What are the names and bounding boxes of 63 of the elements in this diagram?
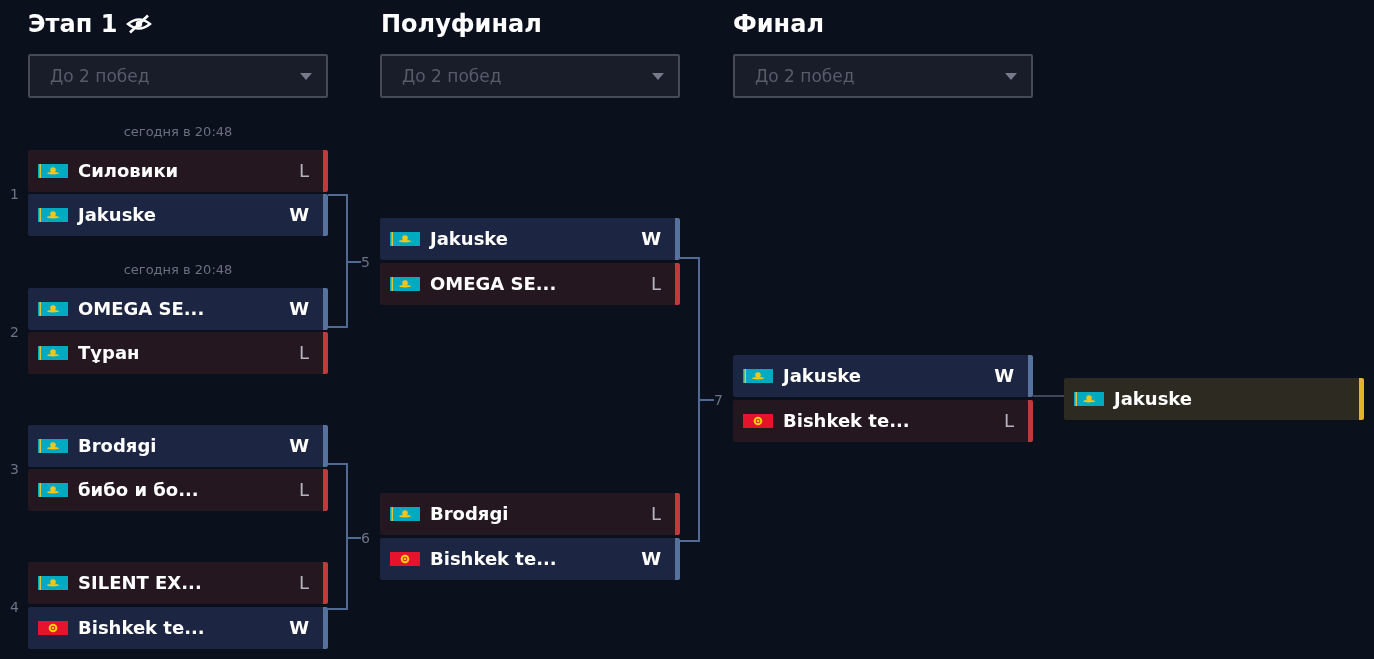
team-row bbox=[380, 538, 680, 580]
team-row bbox=[28, 332, 328, 374]
team-row bbox=[380, 493, 680, 535]
team-row bbox=[733, 400, 1033, 442]
match-result: W bbox=[641, 548, 661, 570]
team-name: OMEGA SE... bbox=[78, 298, 205, 320]
column-heading: Полуфинал bbox=[381, 9, 542, 39]
team-row bbox=[28, 425, 328, 467]
team-row bbox=[1064, 378, 1364, 420]
match-number: 6 bbox=[361, 529, 370, 547]
match-result: W bbox=[289, 617, 309, 639]
team-name: Jakuske bbox=[783, 365, 862, 387]
match-result: L bbox=[298, 479, 309, 501]
round-format-select: До 2 побед bbox=[28, 54, 328, 98]
match-result: W bbox=[289, 298, 309, 320]
bracket-line bbox=[679, 399, 715, 542]
team-name: Jakuske bbox=[78, 204, 157, 226]
bracket-line bbox=[327, 537, 362, 610]
match-result: L bbox=[650, 273, 661, 295]
team-name: Bishkek te... bbox=[78, 617, 205, 639]
team-name: SILENT EX... bbox=[78, 572, 202, 594]
team-name: Тұран bbox=[78, 342, 140, 364]
team-name: бибо и бо... bbox=[78, 479, 199, 501]
team-row bbox=[380, 263, 680, 305]
team-name: Bishkek te... bbox=[783, 410, 910, 432]
match-number: 2 bbox=[10, 323, 19, 341]
column-heading: Этап 1 bbox=[28, 9, 118, 39]
match-result: L bbox=[650, 503, 661, 525]
match-result: W bbox=[289, 204, 309, 226]
team-name: OMEGA SE... bbox=[430, 273, 557, 295]
team-row bbox=[28, 607, 328, 649]
match-number: 5 bbox=[361, 253, 370, 271]
team-name: Jakuske bbox=[430, 228, 509, 250]
round-format-select: До 2 побед bbox=[380, 54, 680, 98]
team-row bbox=[28, 150, 328, 192]
round-format-select: До 2 побед bbox=[733, 54, 1033, 98]
team-row bbox=[28, 469, 328, 511]
team-row bbox=[380, 218, 680, 260]
match-result: L bbox=[298, 572, 309, 594]
match-number: 4 bbox=[10, 598, 19, 616]
team-name: Brodяgi bbox=[78, 435, 157, 457]
team-row bbox=[733, 355, 1033, 397]
team-name: Brodяgi bbox=[430, 503, 509, 525]
match-result: W bbox=[641, 228, 661, 250]
team-row bbox=[28, 288, 328, 330]
match-number: 3 bbox=[10, 460, 19, 478]
match-result: W bbox=[994, 365, 1014, 387]
match-result: L bbox=[298, 160, 309, 182]
match-time: сегодня в 20:48 bbox=[123, 262, 233, 278]
match-result: W bbox=[289, 435, 309, 457]
match-result: L bbox=[1003, 410, 1014, 432]
team-name: Bishkek te... bbox=[430, 548, 557, 570]
match-time: сегодня в 20:48 bbox=[123, 124, 233, 140]
match-result: L bbox=[298, 342, 309, 364]
match-number: 7 bbox=[714, 391, 723, 409]
match-number: 1 bbox=[10, 185, 19, 203]
column-heading: Финал bbox=[733, 9, 824, 39]
bracket-line bbox=[1032, 395, 1065, 397]
team-name: Силовики bbox=[78, 160, 179, 182]
bracket-line bbox=[327, 261, 362, 328]
team-name: Jakuske bbox=[1114, 388, 1193, 410]
team-row bbox=[28, 194, 328, 236]
team-row bbox=[28, 562, 328, 604]
